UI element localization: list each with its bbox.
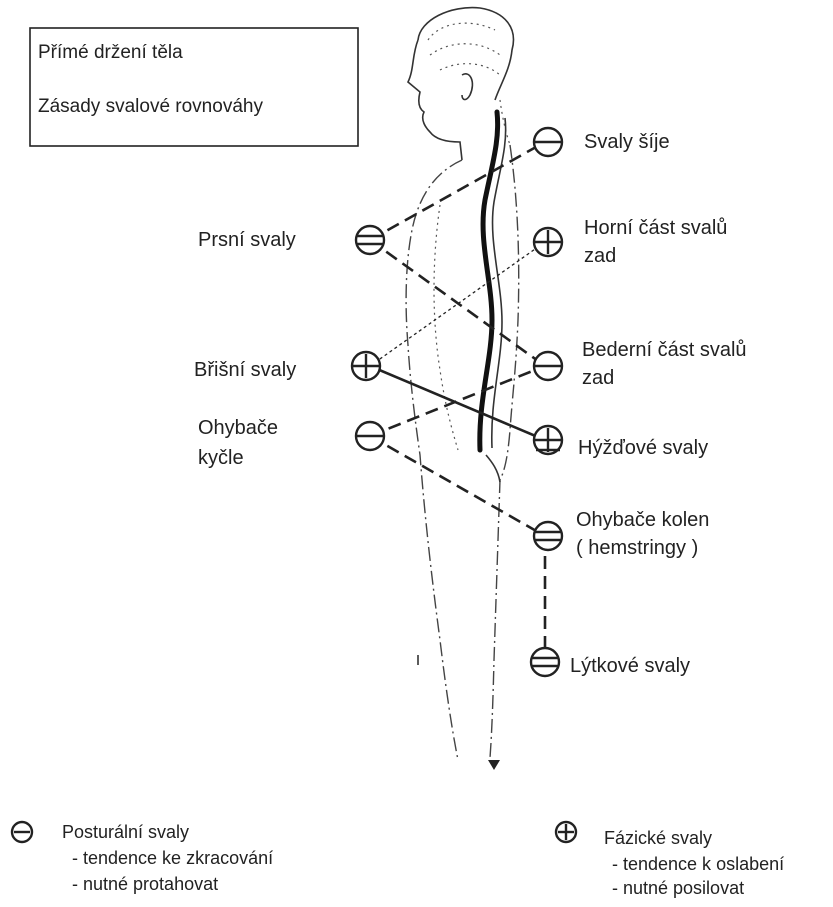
minus-circle-icon bbox=[356, 226, 384, 254]
label-lytkove-svaly: Lýtkové svaly bbox=[570, 655, 690, 677]
legend-phasic-line-2: - nutné posilovat bbox=[612, 878, 744, 898]
symbol-brisni-svaly bbox=[352, 352, 380, 380]
label-horni-cast-svalu-zad-1: Horní část svalů bbox=[584, 217, 727, 239]
face-profile bbox=[408, 40, 462, 160]
label-svaly-sije: Svaly šíje bbox=[584, 131, 670, 153]
label-brisni-svaly: Břišní svaly bbox=[194, 359, 296, 381]
ear-outline bbox=[462, 74, 472, 100]
body-back-contour bbox=[490, 145, 519, 758]
symbol-hyzdove-svaly bbox=[534, 426, 562, 454]
symbol-prsni-svaly bbox=[356, 226, 384, 254]
minus-circle-icon bbox=[534, 522, 562, 550]
label-ohybace-kycle-1: Ohybače bbox=[198, 417, 278, 439]
legend-postural-title: Posturální svaly bbox=[62, 822, 189, 842]
symbol-svaly-sije bbox=[534, 128, 562, 156]
foot-marker bbox=[488, 760, 500, 770]
symbol-lytkove-svaly bbox=[531, 648, 559, 676]
label-ohybace-kolen-2: ( hemstringy ) bbox=[576, 537, 698, 559]
link-kycle-kolen bbox=[370, 436, 545, 536]
legend-phasic-title: Fázické svaly bbox=[604, 828, 712, 848]
minus-circle-icon bbox=[531, 648, 559, 676]
muscle-connections bbox=[370, 142, 545, 660]
legend-postural: Posturální svaly - tendence ke zkracován… bbox=[12, 822, 273, 894]
label-bedrni-cast-svalu-zad-2: zad bbox=[582, 367, 614, 389]
symbol-ohybace-kycle bbox=[356, 422, 384, 450]
label-bedrni-cast-svalu-zad-1: Bederní část svalů bbox=[582, 339, 747, 361]
buttock-outline bbox=[486, 455, 500, 482]
hair-texture bbox=[428, 23, 500, 75]
title-line-1: Přímé držení těla bbox=[38, 42, 183, 63]
label-horni-cast-svalu-zad-2: zad bbox=[584, 245, 616, 267]
spine-curve bbox=[480, 112, 498, 450]
link-prsni-sije bbox=[370, 142, 545, 240]
legend-phasic: Fázické svaly - tendence k oslabení - nu… bbox=[556, 822, 784, 898]
legend-phasic-line-1: - tendence k oslabení bbox=[612, 854, 784, 874]
symbol-bedrni-cast-svalu-zad bbox=[534, 352, 562, 380]
title-line-2: Zásady svalové rovnováhy bbox=[38, 96, 263, 117]
label-ohybace-kycle-2: kyčle bbox=[198, 447, 244, 469]
label-hyzdove-svaly: Hýžďové svaly bbox=[578, 437, 708, 459]
title-box: Přímé držení těla Zásady svalové rovnová… bbox=[30, 28, 358, 146]
link-brisni-hyzdove bbox=[370, 366, 545, 440]
label-prsni-svaly: Prsní svaly bbox=[198, 229, 296, 251]
legend-postural-line-1: - tendence ke zkracování bbox=[72, 848, 273, 868]
symbol-ohybace-kolen bbox=[534, 522, 562, 550]
symbol-horni-cast-svalu-zad bbox=[534, 228, 562, 256]
arm-contour bbox=[434, 205, 458, 450]
legend-postural-line-2: - nutné protahovat bbox=[72, 874, 218, 894]
label-ohybace-kolen-1: Ohybače kolen bbox=[576, 509, 709, 531]
